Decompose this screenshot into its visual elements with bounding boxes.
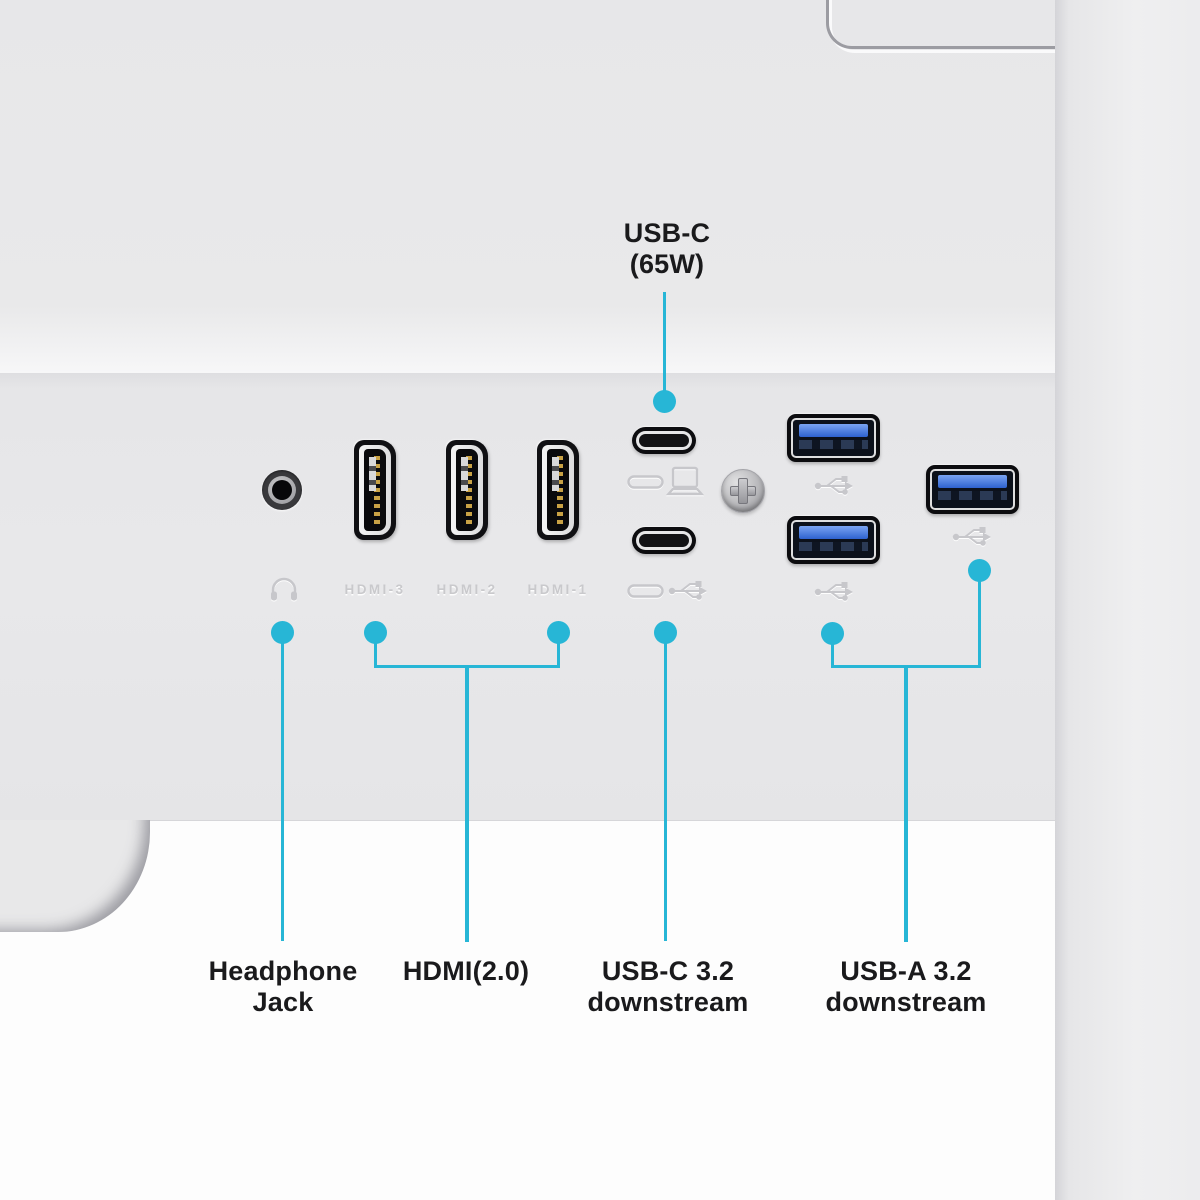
callout-stem-hdmi-3 (373, 641, 377, 668)
usb-c-power-label-line1: USB-C (623, 218, 711, 248)
callout-stem-usb-a-left (830, 642, 834, 668)
usb-c-core (639, 434, 689, 447)
headphone-icon (269, 577, 299, 608)
usb-c-downstream-label-line2: downstream (587, 987, 749, 1017)
hdmi-cavity (456, 449, 478, 531)
usb-c-downstream-port (632, 527, 696, 554)
headphone-jack-port (262, 470, 302, 510)
usb-a-port-1 (787, 414, 880, 462)
callout-line-hdmi (465, 664, 469, 942)
hdmi-pins (466, 456, 472, 524)
headphone-jack-label-line1: Headphone (208, 956, 358, 986)
hdmi-pins (557, 456, 563, 524)
hdmi-label-line1: HDMI(2.0) (402, 956, 530, 986)
usb-a-contacts (938, 491, 1007, 500)
callout-line-usb-a (904, 664, 908, 942)
usb-trident-icon (813, 579, 857, 608)
usb-trident-icon (813, 473, 857, 502)
usb-c-power-label: USB-C (65W) (624, 218, 711, 280)
monitor-lower-left-edge (0, 820, 150, 932)
callout-dot-usb-a-left (820, 621, 844, 645)
usb-a-tongue (799, 526, 868, 539)
headphone-jack-label: Headphone Jack (209, 956, 358, 1018)
usb-a-contacts (799, 440, 868, 449)
hdmi-port-2 (446, 440, 488, 540)
hdmi-cavity (547, 449, 569, 531)
usb-a-shell (791, 418, 876, 458)
panel-groove (826, 0, 1058, 49)
callout-line-usb-c-downstream (663, 641, 667, 941)
usb-a-contacts (799, 542, 868, 551)
engraved-hdmi-3-label: HDMI-3 (344, 582, 406, 597)
usb-c-connector-icon (627, 475, 664, 494)
callout-dot-usb-a-right (967, 558, 991, 582)
hdmi-port-3 (354, 440, 396, 540)
usb-c-power-port (632, 427, 696, 454)
laptop-icon (665, 466, 705, 503)
usb-c-downstream-label: USB-C 3.2 downstream (587, 956, 748, 1018)
usb-trident-icon (951, 524, 995, 553)
callout-dot-hdmi-1 (546, 620, 570, 644)
callout-dot-headphone (270, 620, 294, 644)
hdmi-label: HDMI(2.0) (403, 956, 529, 987)
usb-c-power-label-line2: (65W) (629, 249, 705, 279)
hdmi-contacts (461, 457, 468, 491)
monitor-side-edge (1055, 0, 1200, 1200)
hdmi-port-1 (537, 440, 579, 540)
hdmi-shell (359, 445, 391, 535)
hdmi-contacts (369, 457, 376, 491)
usb-c-downstream-label-line1: USB-C 3.2 (601, 956, 735, 986)
usb-a-downstream-label: USB-A 3.2 downstream (825, 956, 986, 1018)
callout-stem-usb-a-right (977, 579, 981, 668)
headphone-jack-label-line2: Jack (252, 987, 314, 1017)
hdmi-pins (374, 456, 380, 524)
hdmi-shell (451, 445, 483, 535)
usb-a-port-3 (926, 465, 1019, 514)
usb-trident-icon (667, 578, 711, 607)
callout-line-usb-c-power (662, 292, 666, 394)
usb-a-shell (930, 469, 1015, 510)
engraved-hdmi-2-label: HDMI-2 (436, 582, 498, 597)
port-recess-panel (0, 373, 1055, 821)
headphone-jack-hole (272, 480, 292, 500)
callout-stem-hdmi-1 (556, 641, 560, 668)
usb-a-downstream-label-line2: downstream (825, 987, 987, 1017)
usb-a-shell (791, 520, 876, 560)
hdmi-cavity (364, 449, 386, 531)
usb-a-tongue (799, 424, 868, 437)
engraved-hdmi-1-label: HDMI-1 (527, 582, 589, 597)
callout-line-headphone (280, 641, 284, 941)
usb-c-connector-icon (627, 584, 664, 603)
usb-c-ring (636, 531, 692, 550)
callout-dot-usb-c-power (653, 390, 676, 413)
monitor-upper-panel (0, 0, 1055, 373)
usb-c-ring (636, 431, 692, 450)
screw-slot-vertical (738, 478, 748, 504)
usb-a-port-2 (787, 516, 880, 564)
phillips-screw (721, 469, 765, 513)
callout-dot-usb-c-downstream (653, 620, 677, 644)
callout-dot-hdmi-3 (363, 620, 387, 644)
hdmi-shell (542, 445, 574, 535)
usb-c-core (639, 534, 689, 547)
hdmi-contacts (552, 457, 559, 491)
usb-a-downstream-label-line1: USB-A 3.2 (840, 956, 972, 986)
usb-a-tongue (938, 475, 1007, 488)
